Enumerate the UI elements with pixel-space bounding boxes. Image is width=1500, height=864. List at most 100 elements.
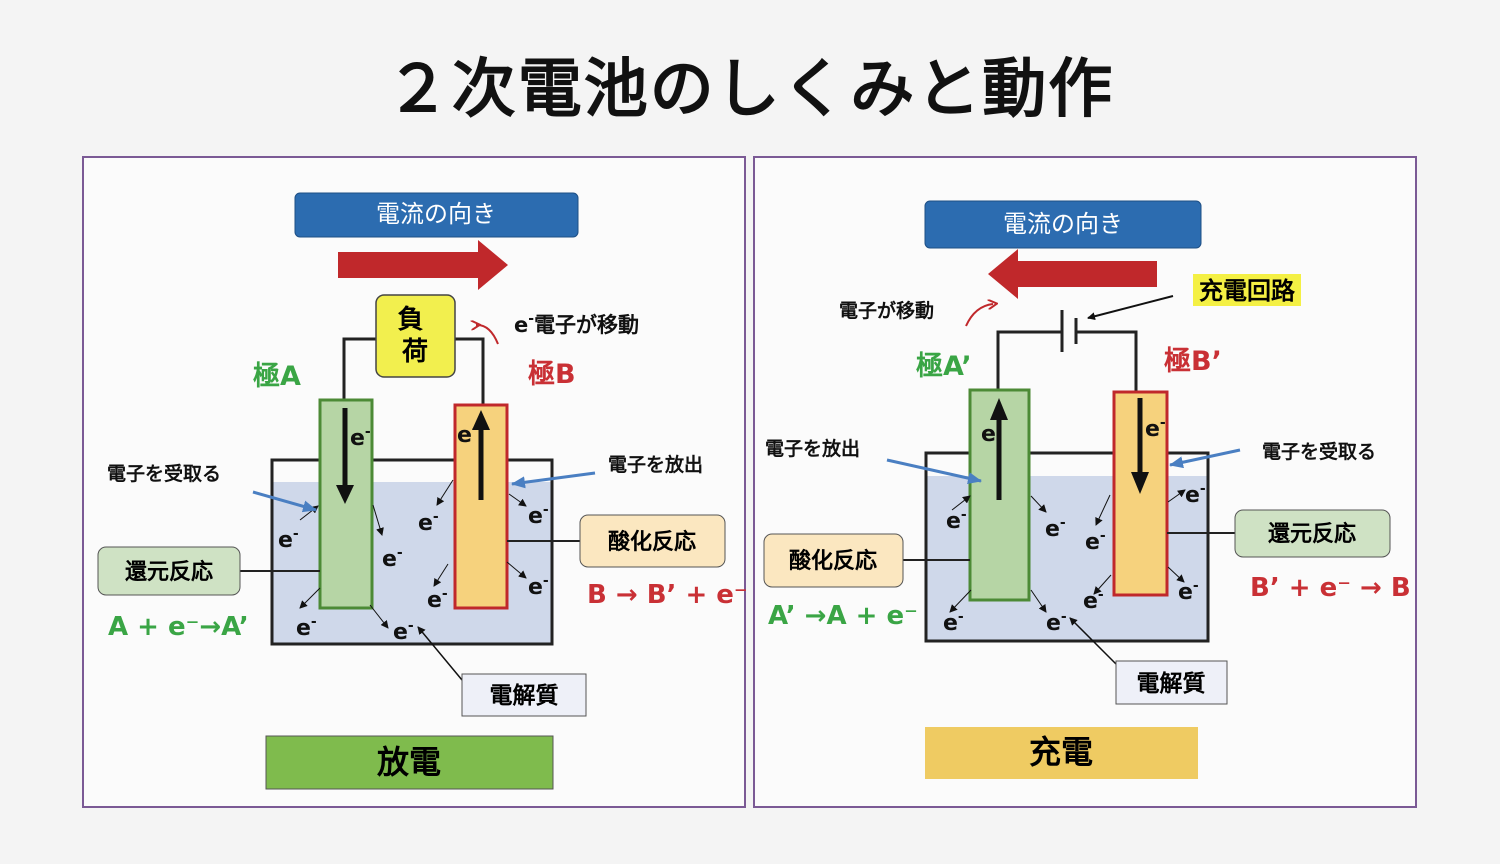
receive-pointer [1169, 448, 1241, 469]
e-arrow-4 [508, 493, 527, 507]
current-direction-box [294, 192, 579, 238]
electron-1: e- [981, 420, 1002, 447]
e-arrow-7 [299, 587, 321, 609]
reaction-a-formula: A’ →A + e⁻ [768, 601, 918, 631]
e-arrow-1 [951, 495, 971, 511]
electron-6: e- [528, 502, 549, 529]
electron-8: e- [427, 586, 448, 613]
e-arrow-5 [506, 561, 527, 579]
electron-5: e- [1045, 515, 1066, 542]
e-arrow-3 [436, 479, 454, 506]
e-arrow-3 [1095, 494, 1111, 526]
electron-flow-down-head [1131, 472, 1149, 494]
wire-left [342, 337, 376, 400]
electron-3: e- [278, 526, 299, 553]
electron-flow-up-head [990, 398, 1008, 420]
electron-move-arrow [476, 325, 499, 345]
electrode-b [1112, 390, 1169, 597]
electron-6: e- [1085, 528, 1106, 555]
electrolyte-pointer [1069, 617, 1119, 667]
wire-left [996, 330, 1062, 390]
charge-circuit-label: 充電回路 [1199, 277, 1296, 305]
electron-8: e- [1083, 587, 1104, 614]
load-box [375, 294, 456, 378]
electrode-a [318, 398, 374, 610]
reaction-a-formula: A + e⁻→A’ [108, 612, 249, 642]
electron-10: e- [1046, 609, 1067, 636]
load-char-1: 負 [397, 305, 423, 335]
oxidation-label: 酸化反応 [789, 548, 877, 574]
electrolyte-label: 電解質 [1137, 670, 1206, 697]
receive-pointer [252, 490, 317, 513]
current-direction-box [924, 200, 1202, 249]
wire-right [455, 337, 485, 405]
charge-circuit-pointer [1087, 295, 1174, 321]
electrode-a-label: 極A [253, 361, 301, 392]
page-title: ２次電池のしくみと動作 [385, 53, 1115, 127]
charge-mode-box [925, 727, 1198, 779]
discharge-panel: 電流の向き 負 荷 e-電子が移動 極A 極B e- e- e- [82, 156, 748, 808]
e-arrow-7 [949, 589, 972, 613]
electron-9: e- [296, 614, 317, 641]
emit-pointer [886, 458, 982, 485]
reduction-label: 還元反応 [1268, 521, 1356, 547]
electron-flow-up-head [472, 410, 490, 430]
electron-2: e- [457, 421, 478, 448]
receive-electron-label: 電子を受取る [1262, 440, 1376, 463]
emit-electron-label: 電子を放出 [765, 437, 860, 460]
e-arrow-6 [433, 563, 449, 587]
electron-9: e- [943, 609, 964, 636]
electron-3: e- [1185, 481, 1206, 508]
electrolyte-label: 電解質 [490, 682, 559, 709]
load-char-2: 荷 [402, 337, 428, 367]
oxidation-label: 酸化反応 [608, 529, 696, 555]
current-direction-label: 電流の向き [1003, 210, 1123, 238]
emit-electron-label: 電子を放出 [608, 453, 703, 476]
electrolyte-box [461, 673, 587, 717]
reaction-b-formula: B → B’ + e⁻ [587, 580, 748, 610]
electron-7: e- [528, 573, 549, 600]
e-arrow-8 [369, 604, 389, 629]
charge-circuit-highlight [1193, 274, 1301, 306]
e-arrow-5 [1167, 566, 1185, 583]
discharge-mode-box [265, 735, 554, 790]
electron-4: e- [946, 507, 967, 534]
oxidation-box [579, 514, 726, 568]
electrode-b [453, 403, 509, 610]
charge-mode-label: 充電 [1029, 733, 1093, 771]
electron-move-text: e-電子が移動 [514, 311, 639, 337]
electrode-a-label: 極A’ [916, 351, 972, 382]
current-arrow-left [988, 249, 1157, 299]
electrolyte-box [1115, 660, 1228, 705]
discharge-mode-label: 放電 [377, 743, 441, 781]
load-label: 負 荷 [397, 305, 432, 367]
electron-4: e- [382, 545, 403, 572]
reduction-label: 還元反応 [125, 559, 213, 585]
current-direction-label: 電流の向き [376, 200, 496, 228]
current-arrow-right [338, 240, 508, 290]
charge-electron-arrows [949, 489, 1186, 613]
electron-1: e- [350, 424, 371, 451]
electrolyte-pointer [417, 626, 463, 681]
discharge-electron-arrows [299, 479, 527, 629]
charge-electrons: e- e- e- e- e- e- e- e- e- e- [943, 415, 1206, 636]
e-arrow-4 [1167, 489, 1186, 503]
oxidation-box [763, 533, 904, 588]
reduction-box [1234, 509, 1391, 558]
electron-7: e- [1178, 578, 1199, 605]
electrode-b-label: 極B [528, 359, 576, 390]
e-arrow-2 [372, 504, 384, 536]
electron-move-arrow [965, 304, 993, 327]
charge-panel: 電流の向き 充電回路 電子が移動 極A’ 極B’ e- e- e- [753, 156, 1417, 808]
discharge-electrons: e- e- e- e- e- e- e- e- e- e- [278, 421, 549, 645]
electron-10: e- [393, 618, 414, 645]
electrode-b-label: 極B’ [1164, 346, 1222, 377]
e-arrow-8 [1030, 589, 1047, 613]
reaction-b-formula: B’ + e⁻ → B [1250, 573, 1411, 603]
reduction-box [97, 546, 241, 596]
emit-pointer [511, 471, 596, 489]
electron-move-text: 電子が移動 [839, 299, 934, 322]
e-arrow-6 [1093, 574, 1112, 595]
receive-electron-label: 電子を受取る [107, 462, 221, 485]
